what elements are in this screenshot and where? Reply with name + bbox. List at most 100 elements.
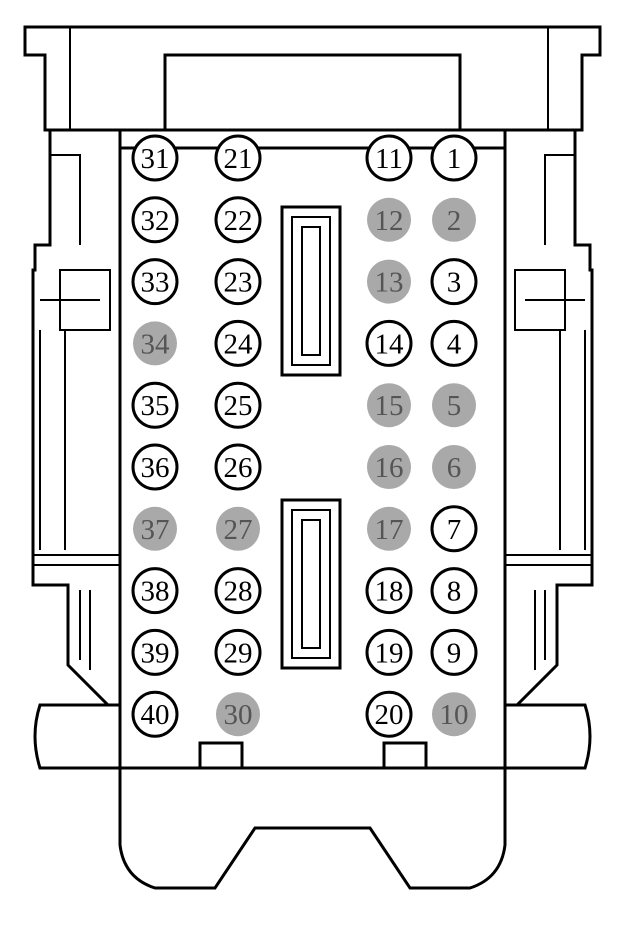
pin-label: 23: [224, 267, 253, 299]
pin-7: 7: [430, 505, 478, 553]
pin-5: 5: [432, 383, 476, 428]
pin-32: 32: [131, 196, 179, 244]
pin-circle: [214, 628, 262, 676]
pin-38: 38: [131, 567, 179, 615]
connector-housing: [23, 25, 602, 890]
pin-label: 22: [224, 205, 253, 237]
pin-label: 30: [224, 699, 253, 731]
pin-circle: [367, 506, 411, 551]
pin-circle: [214, 319, 262, 367]
pin-label: 2: [447, 205, 462, 237]
pin-circle: [131, 381, 179, 429]
pin-circle: [131, 690, 179, 738]
pin-8: 8: [430, 567, 478, 615]
housing-left-body: [31, 130, 120, 707]
pin-25: 25: [214, 381, 262, 429]
pin-circle: [430, 134, 478, 182]
pin-18: 18: [365, 567, 413, 615]
pin-label: 1: [447, 143, 462, 175]
pin-grid: 1234567891011121314151617181920212223242…: [131, 134, 478, 738]
pin-circle: [367, 259, 411, 304]
pin-circle: [432, 383, 476, 428]
pin-circle: [131, 628, 179, 676]
pin-circle: [432, 197, 476, 242]
pin-19: 19: [365, 628, 413, 676]
pin-circle: [430, 258, 478, 306]
pin-circle: [430, 628, 478, 676]
pin-17: 17: [367, 506, 411, 551]
pin-circle: [131, 196, 179, 244]
pin-circle: [214, 381, 262, 429]
pin-circle: [432, 445, 476, 489]
housing-left-latch: [33, 154, 120, 566]
pin-13: 13: [367, 259, 411, 304]
pin-circle: [367, 383, 411, 428]
pin-circle: [430, 505, 478, 553]
pin-circle: [131, 258, 179, 306]
pin-label: 16: [375, 452, 404, 484]
pin-22: 22: [214, 196, 262, 244]
pin-37: 37: [133, 506, 177, 551]
pin-6: 6: [432, 445, 476, 489]
pin-circle: [216, 506, 260, 551]
pin-1: 1: [430, 134, 478, 182]
pin-39: 39: [131, 628, 179, 676]
bottom-tab-right: [382, 741, 428, 770]
pin-label: 24: [224, 328, 254, 360]
pin-26: 26: [214, 443, 262, 491]
pin-15: 15: [367, 383, 411, 428]
pin-label: 39: [141, 637, 170, 669]
pin-4: 4: [430, 319, 478, 367]
pin-label: 32: [141, 205, 170, 237]
pin-circle: [133, 506, 177, 551]
pin-20: 20: [365, 690, 413, 738]
pin-label: 40: [141, 699, 170, 731]
pin-label: 5: [447, 390, 462, 422]
bottom-tab-left: [198, 741, 244, 770]
housing-right-body: [505, 130, 594, 707]
pin-circle: [133, 321, 177, 366]
pin-label: 36: [141, 452, 170, 484]
pin-36: 36: [131, 443, 179, 491]
pin-circle: [365, 134, 413, 182]
pin-2: 2: [432, 197, 476, 242]
pin-label: 37: [141, 514, 170, 546]
pin-circle: [430, 567, 478, 615]
pin-label: 11: [375, 143, 403, 175]
housing-top-rail: [23, 25, 602, 132]
housing-bottom-flange: [33, 703, 592, 770]
pin-label: 26: [224, 452, 253, 484]
pin-label: 8: [447, 576, 462, 608]
pin-label: 6: [447, 452, 462, 484]
housing-right-detail: [534, 330, 586, 670]
housing-left-detail: [39, 330, 91, 670]
housing-right-latch: [505, 154, 592, 566]
pin-circle: [367, 445, 411, 489]
pin-label: 20: [375, 699, 404, 731]
pin-circle: [432, 692, 476, 737]
pin-23: 23: [214, 258, 262, 306]
pin-circle: [214, 258, 262, 306]
pin-label: 25: [224, 390, 253, 422]
pin-label: 29: [224, 637, 253, 669]
pin-3: 3: [430, 258, 478, 306]
pin-30: 30: [216, 692, 260, 737]
pin-12: 12: [367, 197, 411, 242]
polarization-key-lower: [280, 498, 342, 670]
pin-40: 40: [131, 690, 179, 738]
pin-label: 21: [224, 143, 253, 175]
pin-33: 33: [131, 258, 179, 306]
pin-label: 13: [375, 267, 404, 299]
pin-circle: [365, 628, 413, 676]
pin-label: 15: [375, 390, 404, 422]
pin-circle: [365, 690, 413, 738]
pin-circle: [216, 692, 260, 737]
pin-label: 3: [447, 267, 462, 299]
polarization-key-upper: [280, 205, 342, 377]
pin-label: 34: [141, 328, 171, 360]
pin-21: 21: [214, 134, 262, 182]
pin-circle: [365, 319, 413, 367]
pin-28: 28: [214, 567, 262, 615]
pin-circle: [214, 196, 262, 244]
pin-label: 19: [375, 637, 404, 669]
